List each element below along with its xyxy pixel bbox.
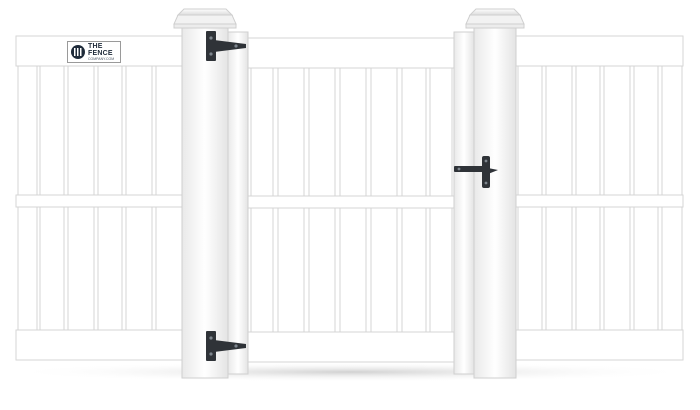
left-panel-pickets [17,65,183,331]
gate [227,31,475,375]
logo-line-company: COMPANY.COM [88,56,115,61]
gate-hinge-stile [227,31,249,375]
picket-fence-circle-icon [71,45,85,59]
bottom-hinge-icon [206,331,246,361]
left-post [173,8,237,379]
right-fence-panel [514,35,684,361]
logo-line-fence: FENCE [88,49,113,57]
logo-line-the: THE [88,42,103,50]
right-panel-pickets [517,65,683,331]
left-fence-panel [15,35,185,361]
gate-pickets [250,67,453,333]
logo-text: THE FENCE COMPANY.COM [88,43,114,62]
top-hinge-icon [206,31,246,61]
right-post [465,8,525,379]
gate-latch-stile [453,31,475,375]
company-logo: THE FENCE COMPANY.COM [67,41,121,63]
gate-latch-icon [454,156,498,188]
ground-shadow [5,362,695,382]
